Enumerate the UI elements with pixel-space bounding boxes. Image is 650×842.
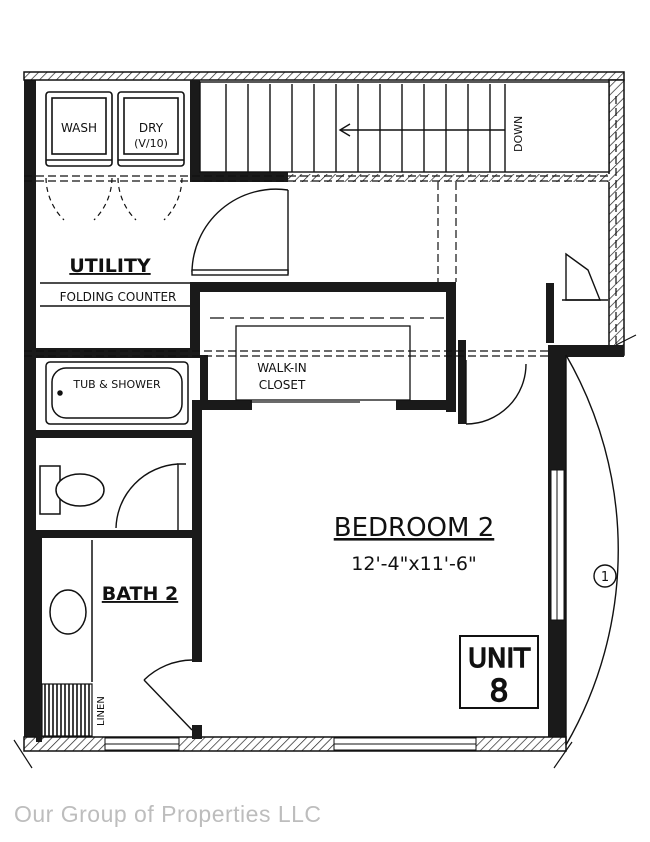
down-label: DOWN xyxy=(512,116,525,152)
bath-label: BATH 2 xyxy=(102,583,178,605)
marker-circle: 1 xyxy=(593,564,617,588)
folding-counter xyxy=(40,282,190,307)
tub-shower-label: TUB & SHOWER xyxy=(72,378,161,391)
bedroom-dims: 12'-4"x11'-6" xyxy=(351,553,476,575)
dry-label: DRY xyxy=(139,121,164,135)
wash-label: WASH xyxy=(61,121,97,135)
unit-box: UNIT 8 xyxy=(459,635,539,710)
toilet xyxy=(39,465,105,515)
bath-door xyxy=(115,463,186,530)
dry-note: (V/10) xyxy=(134,137,168,150)
watermark: Our Group of Properties LLC xyxy=(14,801,322,827)
walk-in-label-2: CLOSET xyxy=(259,378,306,392)
marker-label: 1 xyxy=(601,570,609,585)
linen-shelves xyxy=(41,683,93,737)
exterior-door-arc xyxy=(565,354,619,746)
washer xyxy=(45,91,113,167)
utility-door xyxy=(191,188,289,276)
vanity xyxy=(49,540,93,682)
interior-walls xyxy=(36,80,610,742)
staircase xyxy=(199,81,610,173)
bath-door-2 xyxy=(143,659,193,731)
closet-door-right xyxy=(465,252,608,425)
right-window xyxy=(550,469,565,621)
unit-number: 8 xyxy=(489,674,508,709)
closet-shelf xyxy=(210,317,446,403)
walk-in-label-1: WALK-IN xyxy=(257,361,307,375)
utility-label: UTILITY xyxy=(69,255,151,277)
bathtub xyxy=(45,361,189,425)
folding-counter-label: FOLDING COUNTER xyxy=(60,290,177,304)
bottom-wall xyxy=(23,736,567,752)
corner-ticks xyxy=(13,334,637,769)
linen-label: LINEN xyxy=(96,696,107,726)
beam-lines xyxy=(24,96,617,357)
laundry-doors xyxy=(45,177,183,221)
dryer xyxy=(117,91,185,167)
unit-label: UNIT xyxy=(468,644,530,674)
bedroom-label: BEDROOM 2 xyxy=(334,513,495,543)
exterior-walls xyxy=(23,71,625,750)
